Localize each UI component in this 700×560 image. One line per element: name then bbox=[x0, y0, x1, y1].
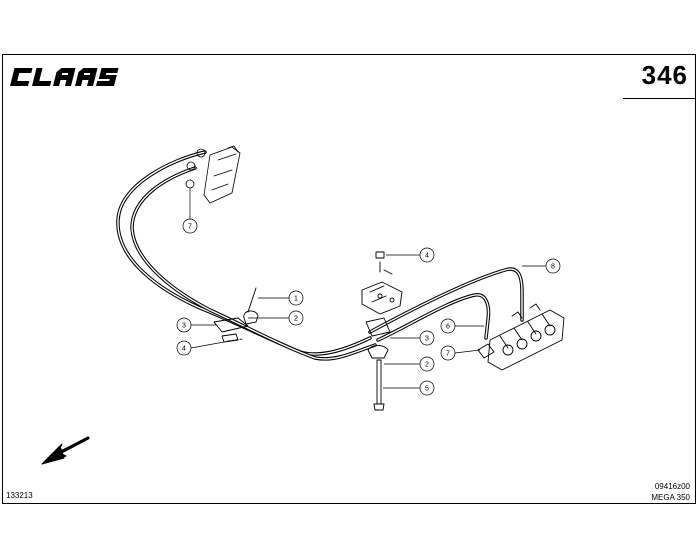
svg-text:7: 7 bbox=[446, 351, 450, 358]
callout-1 bbox=[288, 290, 304, 306]
left-clamp bbox=[213, 287, 259, 343]
figure-code: 09416z00 bbox=[654, 482, 690, 491]
hose-long-inner-inner bbox=[131, 167, 376, 360]
svg-text:1: 1 bbox=[294, 296, 298, 303]
svg-text:5: 5 bbox=[425, 386, 429, 393]
svg-text:4: 4 bbox=[425, 253, 429, 260]
control-valve-block bbox=[477, 303, 565, 371]
svg-text:2: 2 bbox=[294, 316, 298, 323]
model-name: MEGA 350 bbox=[651, 493, 690, 502]
callout-7-top-label: 7 bbox=[188, 224, 192, 231]
callout-2-left bbox=[288, 310, 304, 326]
page-frame bbox=[2, 54, 696, 504]
middle-bracket bbox=[361, 251, 403, 315]
callout-4-left bbox=[176, 340, 192, 356]
callout-5 bbox=[419, 380, 435, 396]
header-rule bbox=[623, 98, 696, 99]
claas-logo bbox=[10, 68, 119, 86]
svg-text:6: 6 bbox=[446, 324, 450, 331]
drawing-number: 133213 bbox=[6, 491, 33, 500]
footer-info: 09416z00 MEGA 350 bbox=[651, 481, 690, 503]
callout-2-mid bbox=[419, 356, 435, 372]
callout-3-mid bbox=[419, 330, 435, 346]
callout-8 bbox=[545, 258, 561, 274]
callout-3-left bbox=[176, 317, 192, 333]
svg-text:8: 8 bbox=[551, 264, 555, 271]
callout-6 bbox=[440, 318, 456, 334]
hose-long-outer bbox=[116, 150, 372, 356]
svg-text:3: 3 bbox=[182, 323, 186, 330]
hose-long-outer-inner bbox=[117, 151, 371, 355]
svg-text:3: 3 bbox=[425, 336, 429, 343]
callout-7-right bbox=[440, 345, 456, 361]
callout-7-top bbox=[182, 218, 198, 234]
page-number: 346 bbox=[641, 60, 688, 90]
middle-clamp bbox=[365, 317, 391, 411]
callout-4-top bbox=[419, 247, 435, 263]
top-valve bbox=[185, 145, 241, 204]
svg-text:2: 2 bbox=[425, 362, 429, 369]
svg-text:4: 4 bbox=[182, 346, 186, 353]
